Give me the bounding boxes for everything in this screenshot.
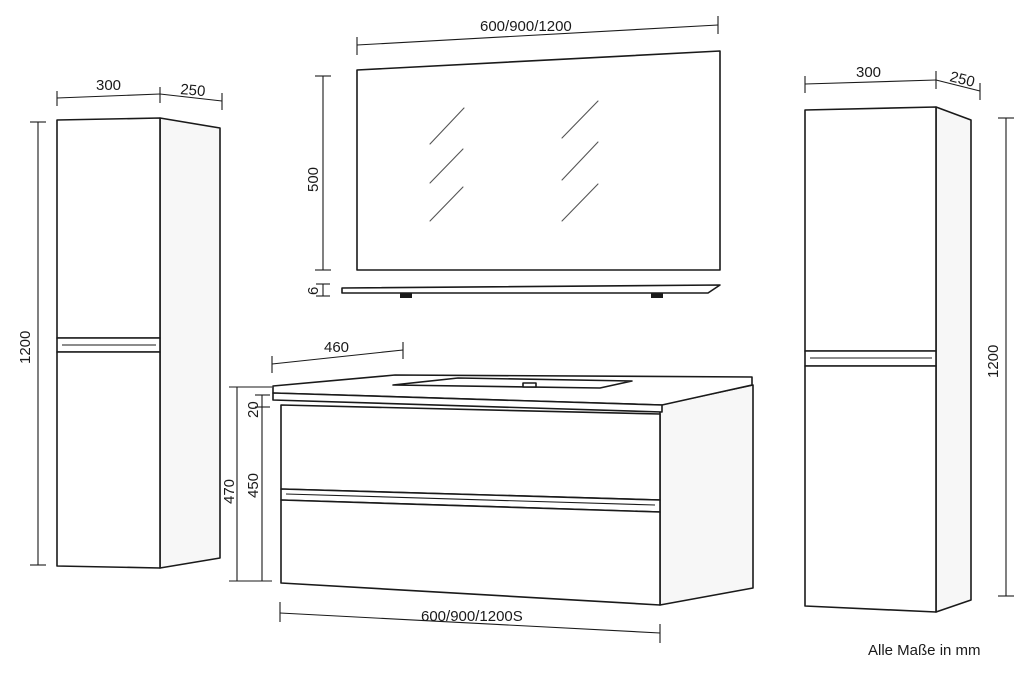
- mirror-frame: [356, 50, 721, 271]
- shelf-plate: [341, 284, 721, 294]
- mirror-reflection-line: [429, 148, 464, 184]
- drawer-height-label: 450: [245, 473, 262, 498]
- left-cabinet-width-dimension: 300: [56, 77, 161, 106]
- mirror-reflection-line: [429, 186, 464, 222]
- left-tall-cabinet: [56, 117, 221, 569]
- left-cabinet-depth-dimension: 250: [159, 81, 223, 110]
- shelf-thickness-label: 6: [305, 287, 322, 295]
- units-note: Alle Maße in mm: [868, 642, 981, 659]
- right-cabinet-height-dimension: 1200: [985, 117, 1014, 597]
- mirror-width-dimension: 600/900/1200: [356, 16, 719, 55]
- right-cabinet-depth-label: 250: [948, 68, 976, 91]
- vanity-depth-label: 460: [324, 339, 349, 356]
- vanity-drawer-handle-line: [285, 493, 656, 506]
- vanity-lower-drawer: [280, 499, 661, 606]
- right-cabinet-upper-door: [804, 106, 937, 352]
- vanity-height-label: 470: [221, 479, 238, 504]
- shelf-bracket: [651, 293, 663, 298]
- mirror-reflection-line: [561, 141, 599, 181]
- mirror-reflection-line: [561, 183, 599, 222]
- mirror-reflection-line: [429, 107, 465, 145]
- left-cabinet-width-label: 300: [96, 77, 121, 94]
- shelf-thickness-dimension: 6: [305, 283, 330, 297]
- left-cabinet-depth-label: 250: [180, 81, 206, 100]
- left-cabinet-upper-door: [56, 117, 161, 339]
- left-cabinet-lower-door: [56, 351, 161, 569]
- top-thickness-label: 20: [245, 401, 262, 418]
- vanity-width-label: 600/900/1200S: [421, 608, 523, 625]
- mirror: [356, 50, 721, 271]
- mirror-height-label: 500: [305, 167, 322, 192]
- glass-shelf: [341, 284, 721, 298]
- vanity-height-dimension: 470: [221, 386, 272, 582]
- right-cabinet-width-dimension: 300: [804, 64, 937, 93]
- shelf-bracket: [400, 293, 412, 298]
- right-cabinet-side-panel: [935, 106, 972, 613]
- mirror-height-dimension: 500: [305, 75, 331, 271]
- left-cabinet-side-panel: [159, 117, 221, 569]
- countertop-front-edge: [272, 392, 663, 413]
- right-cabinet-height-label: 1200: [985, 345, 1002, 378]
- right-cabinet-width-label: 300: [856, 64, 881, 81]
- vanity-width-dimension: 600/900/1200S: [279, 602, 661, 643]
- right-cabinet-depth-dimension: 250: [935, 68, 981, 100]
- mirror-reflection-line: [561, 100, 599, 139]
- left-cabinet-height-label: 1200: [17, 331, 34, 364]
- vanity-side-panel: [659, 384, 754, 606]
- mirror-width-label: 600/900/1200: [480, 18, 572, 35]
- vanity-upper-drawer: [280, 404, 661, 501]
- left-cabinet-height-dimension: 1200: [17, 121, 46, 566]
- vanity-depth-dimension: 460: [271, 339, 404, 373]
- basin-drain: [522, 382, 537, 388]
- right-cabinet-lower-door: [804, 365, 937, 613]
- right-tall-cabinet: [804, 106, 972, 613]
- drawer-height-dimension: 20 450: [245, 394, 270, 581]
- vanity-unit: [272, 374, 754, 606]
